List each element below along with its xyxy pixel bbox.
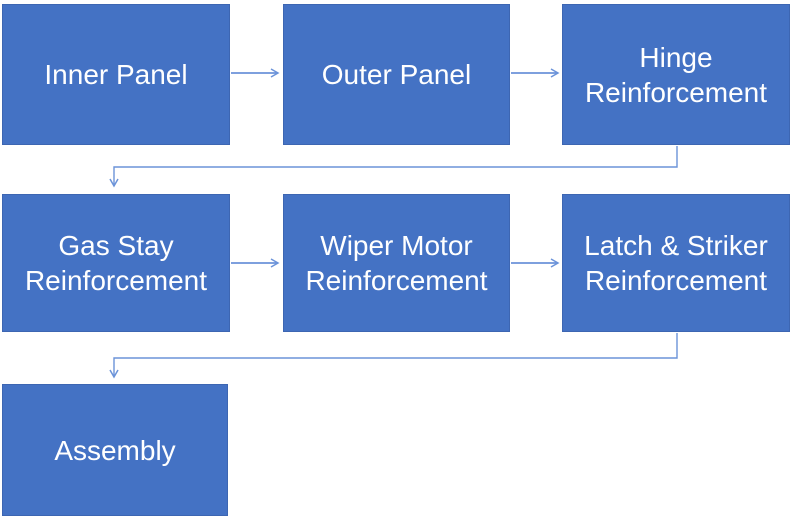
connector-hinge-to-gas-stay	[109, 146, 678, 188]
node-assembly: Assembly	[2, 384, 228, 516]
node-gas-stay-reinforcement: Gas Stay Reinforcement	[2, 194, 230, 332]
connector-latch-striker-to-assembly	[109, 333, 678, 379]
node-latch-striker-reinforcement: Latch & Striker Reinforcement	[562, 194, 790, 332]
node-wiper-motor-reinforcement: Wiper Motor Reinforcement	[283, 194, 510, 332]
node-gas-stay-reinforcement-label: Gas Stay Reinforcement	[24, 230, 208, 296]
node-assembly-label: Assembly	[54, 434, 176, 466]
node-hinge-reinforcement: Hinge Reinforcement	[562, 4, 790, 145]
node-inner-panel-label: Inner Panel	[44, 59, 188, 90]
node-hinge-reinforcement-label: Hinge Reinforcement	[584, 41, 768, 108]
node-outer-panel: Outer Panel	[283, 4, 510, 145]
node-outer-panel-label: Outer Panel	[321, 59, 472, 90]
node-latch-striker-reinforcement-label: Latch & Striker Reinforcement	[584, 230, 768, 296]
node-inner-panel: Inner Panel	[2, 4, 230, 145]
node-wiper-motor-reinforcement-label: Wiper Motor Reinforcement	[305, 230, 488, 296]
